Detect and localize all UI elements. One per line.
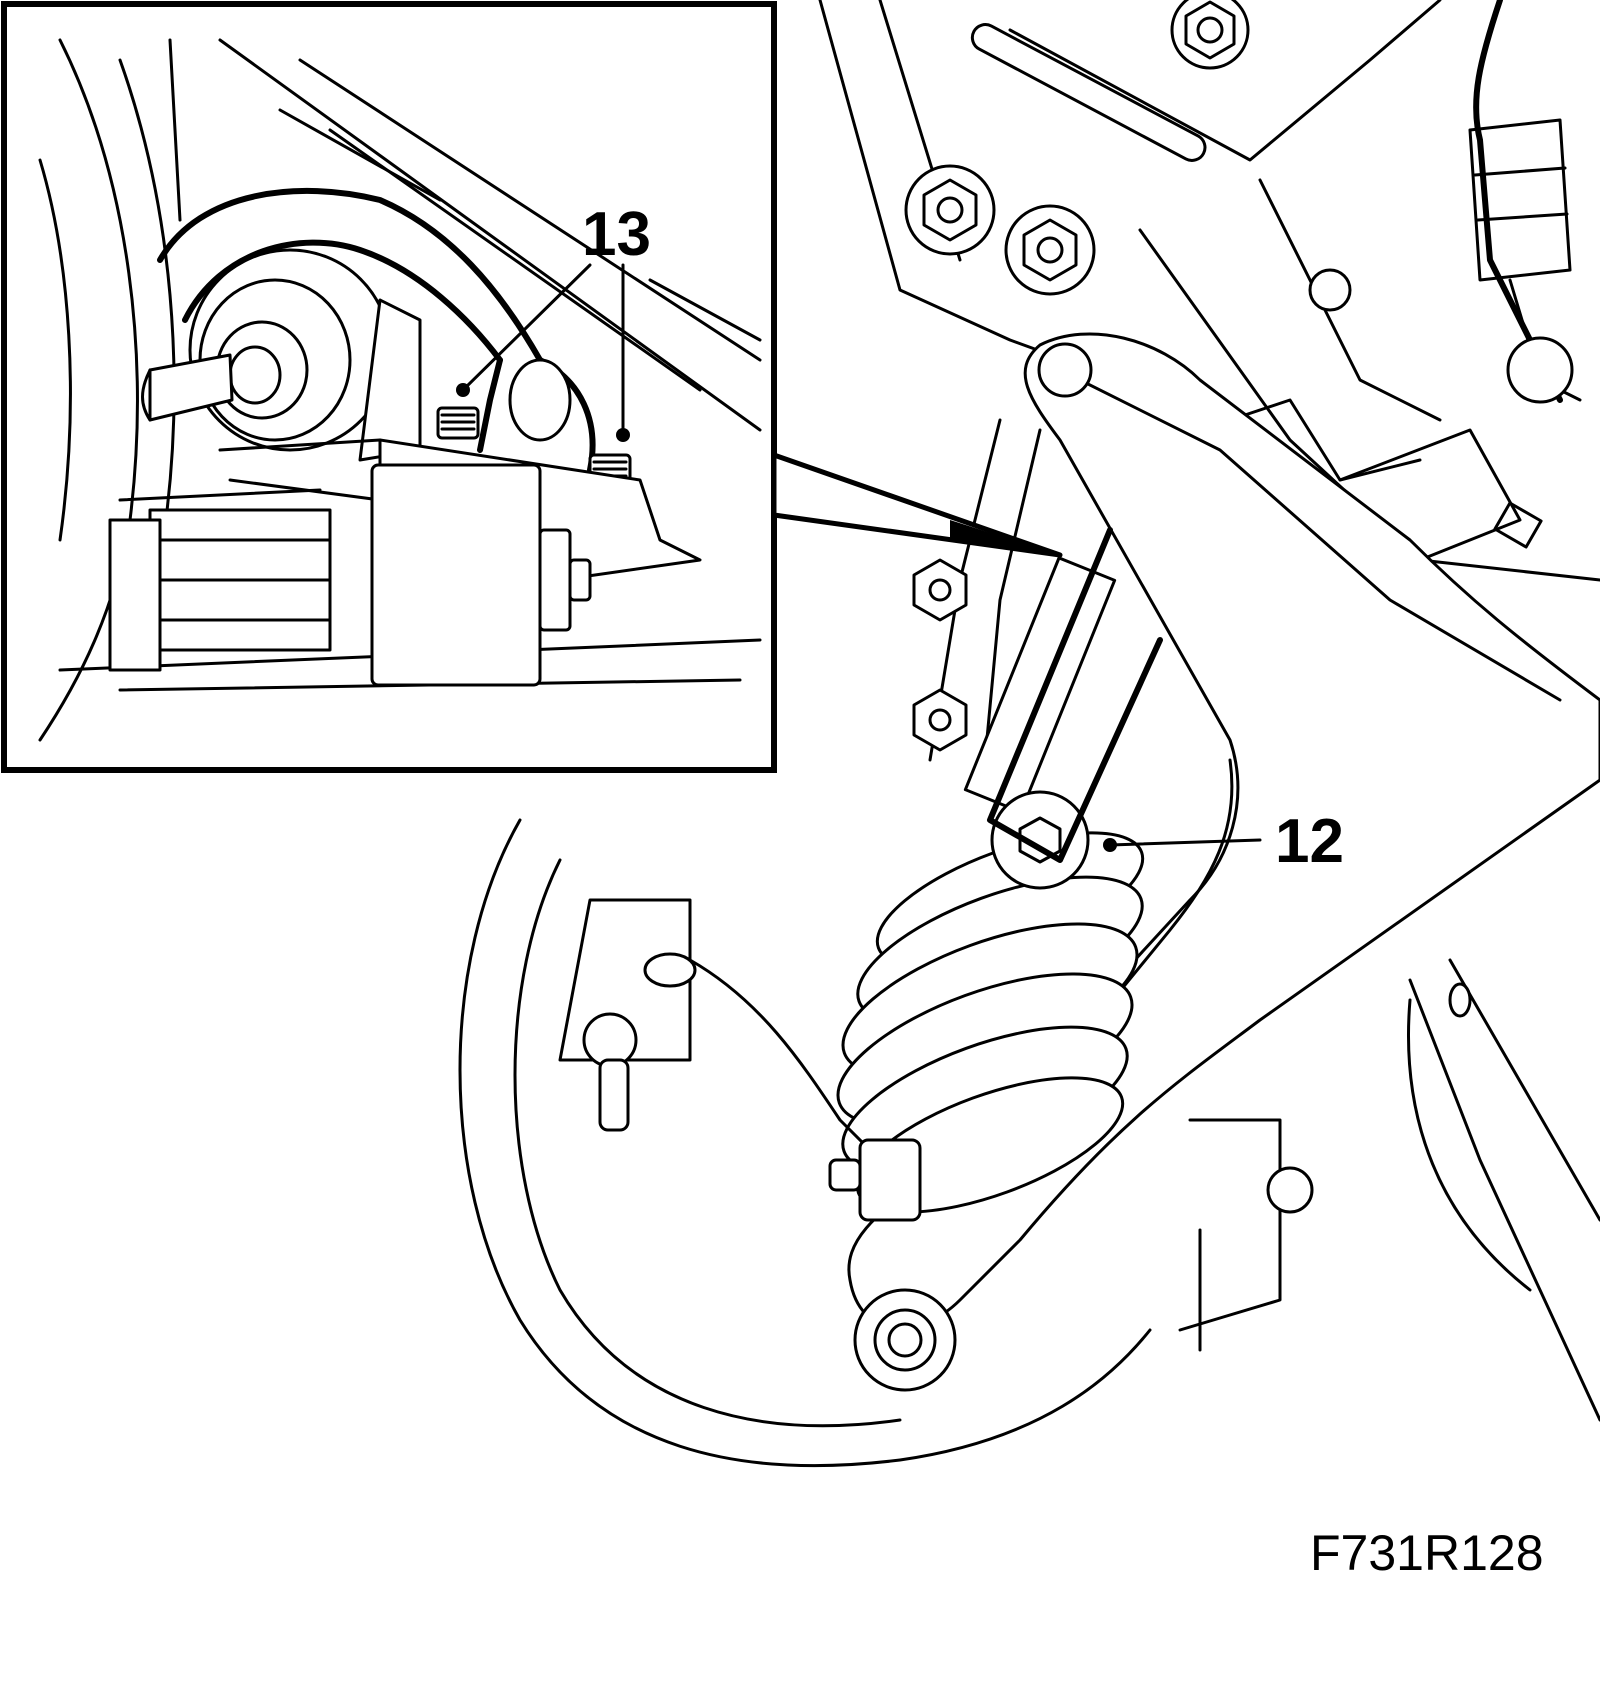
detail-inset: 13	[4, 4, 774, 770]
hex-bolt-top-1	[1172, 0, 1248, 68]
callout-12-label: 12	[1275, 807, 1344, 876]
hex-bolt-upper-left	[906, 166, 994, 254]
control-arm	[849, 334, 1600, 1390]
hex-bolt-upper-right	[1006, 206, 1094, 294]
hex-bolt-left-1	[914, 560, 966, 620]
hex-bolt-left-2	[914, 690, 966, 750]
callout-13-label: 13	[582, 200, 651, 269]
subframe-right	[1409, 960, 1600, 1420]
inset-hose-clip-left	[438, 408, 478, 438]
inset-pointer	[774, 455, 1060, 555]
brake-hose	[1470, 0, 1580, 402]
figure-code: F731R128	[1310, 1525, 1544, 1581]
